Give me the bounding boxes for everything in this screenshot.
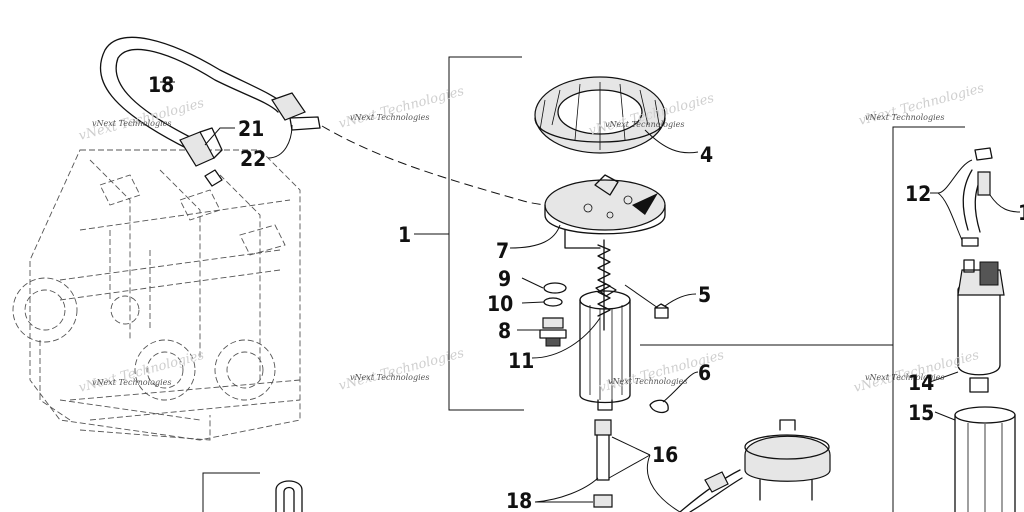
o-ring-10: [543, 297, 563, 307]
watermark: vNext Technologies: [92, 378, 171, 387]
leader-4: [644, 129, 699, 154]
screw-5: [654, 303, 669, 319]
leader-12: [930, 159, 973, 241]
callout-7: 7: [496, 239, 509, 263]
leader-18b: [534, 477, 599, 503]
callout-9: 9: [498, 267, 511, 291]
leader-13: [989, 194, 1021, 213]
carburetor-engine-assembly: [12, 149, 301, 441]
callout-8: 8: [498, 319, 511, 343]
watermark: vNext Technologies: [865, 113, 944, 122]
watermark: vNext Technologies: [92, 119, 171, 128]
callout-labels: 18 21 22 1 4 7 9 10 8 11 5 6 16 18 12 1 …: [148, 73, 1024, 512]
pump-flange-7: [544, 174, 666, 249]
watermark: vNext Technologies: [350, 373, 429, 382]
callout-6: 6: [698, 361, 711, 385]
watermark-ghost: vNext Technologies: [337, 346, 466, 394]
callout-18-lower: 18: [506, 489, 532, 512]
watermark-ghost: vNext Technologies: [337, 84, 466, 132]
leader-5b: [624, 284, 659, 309]
leader-10: [521, 301, 545, 304]
leader-6: [662, 371, 699, 403]
lock-ring-4: [534, 76, 666, 154]
leader-22: [267, 124, 293, 159]
fuel-hose-18: [99, 36, 321, 187]
callout-1: 1: [398, 223, 411, 247]
leader-21: [204, 127, 235, 146]
callout-12: 12: [905, 182, 931, 206]
pickup-filter: [679, 419, 831, 512]
fitting-8: [539, 317, 567, 347]
leader-7: [509, 224, 561, 249]
pump-sleeve-15: [954, 406, 1016, 512]
callout-22: 22: [240, 147, 266, 171]
callout-18: 18: [148, 73, 174, 97]
lower-left-bracket: [202, 472, 303, 512]
watermark: vNext Technologies: [865, 373, 944, 382]
leader-9: [521, 277, 544, 289]
watermark: vNext Technologies: [605, 120, 684, 129]
clip-6: [649, 399, 669, 414]
callout-10: 10: [487, 292, 513, 316]
callout-14: 14: [908, 371, 934, 395]
callout-5: 5: [698, 283, 711, 307]
filter-tube-16: [593, 419, 613, 508]
leader-11: [531, 317, 601, 359]
leader-16: [608, 436, 681, 512]
watermark: vNext Technologies: [608, 377, 687, 386]
callout-13: 1: [1018, 201, 1024, 225]
callout-16: 16: [652, 443, 678, 467]
callout-15: 15: [908, 401, 934, 425]
o-ring-9: [543, 282, 567, 294]
leader-5: [664, 293, 697, 307]
callout-11: 11: [508, 349, 534, 373]
watermark: vNext Technologies: [350, 113, 429, 122]
group-bracket-right: [892, 126, 965, 512]
leader-14: [929, 371, 959, 383]
callout-21: 21: [238, 117, 264, 141]
callout-4: 4: [700, 143, 713, 167]
leader-15: [934, 411, 956, 421]
electric-fuel-pump-14: [957, 259, 1005, 393]
pump-housing: [579, 283, 631, 411]
